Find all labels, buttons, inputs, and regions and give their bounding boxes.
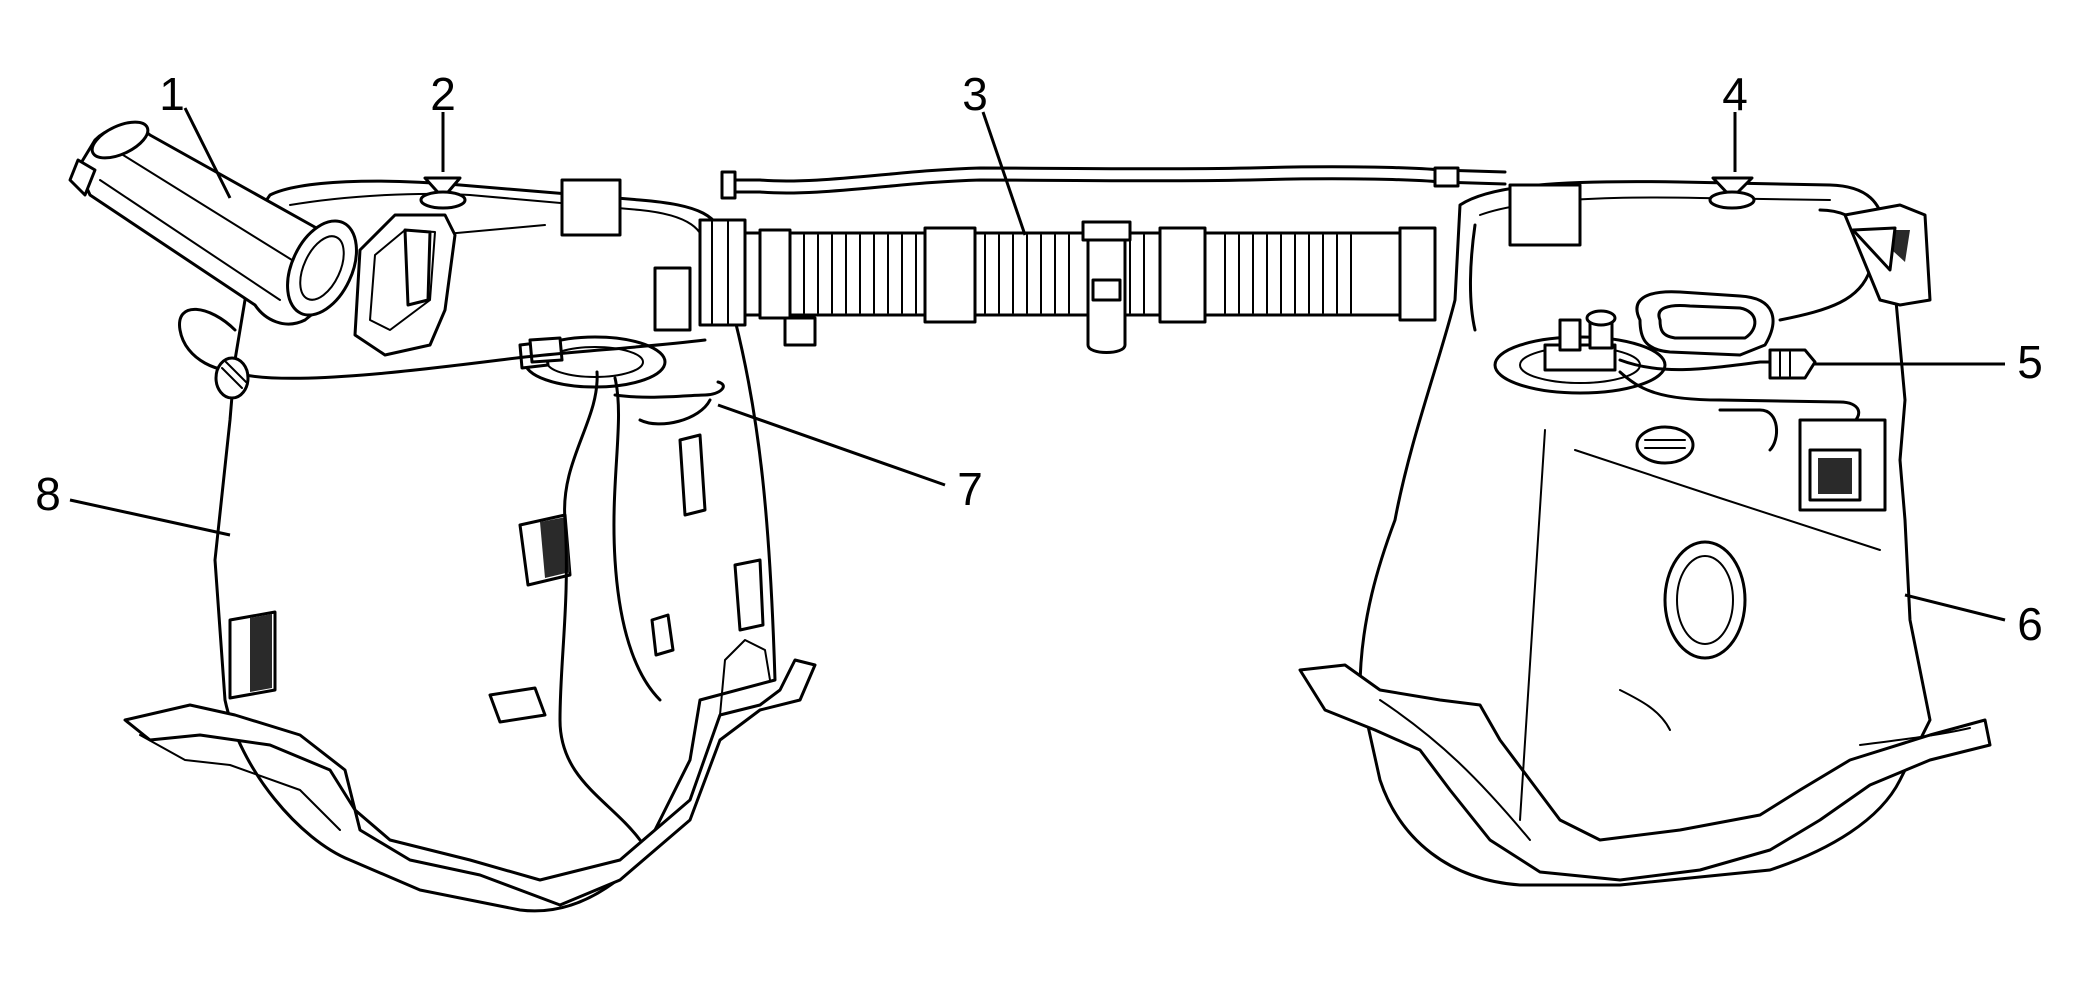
left-tank-skid xyxy=(123,658,817,907)
leader-7 xyxy=(717,403,946,487)
callout-5: 5 xyxy=(2017,336,2043,388)
right-tank-skid xyxy=(1298,663,1992,882)
callout-2: 2 xyxy=(430,68,456,120)
strainer xyxy=(1635,425,1695,465)
left-fuel-tank xyxy=(68,120,817,913)
hose-corrugations xyxy=(789,234,1352,314)
left-module-box xyxy=(560,178,622,237)
right-fuel-tank xyxy=(1298,176,1992,887)
electrical-connector xyxy=(1768,348,1817,380)
leader-8 xyxy=(69,498,231,537)
callout-6: 6 xyxy=(2017,598,2043,650)
callout-labels: 1 2 3 4 5 6 7 8 xyxy=(35,68,2043,650)
callout-4: 4 xyxy=(1722,68,1748,120)
right-rollover-valve xyxy=(1711,176,1754,200)
callout-8: 8 xyxy=(35,468,61,520)
leader-6 xyxy=(1904,593,2006,622)
hose-clamp-1 xyxy=(923,226,977,324)
left-fuel-lines xyxy=(558,370,642,842)
crossover-hose-assembly xyxy=(698,165,1507,354)
vent-tube xyxy=(728,165,1507,183)
leader-3 xyxy=(981,111,1027,236)
leader-1 xyxy=(183,107,232,199)
callout-3: 3 xyxy=(962,68,988,120)
left-rollover-valve xyxy=(423,176,462,200)
callout-7: 7 xyxy=(957,463,983,515)
leader-lines xyxy=(69,107,2006,622)
callout-1: 1 xyxy=(159,68,185,120)
